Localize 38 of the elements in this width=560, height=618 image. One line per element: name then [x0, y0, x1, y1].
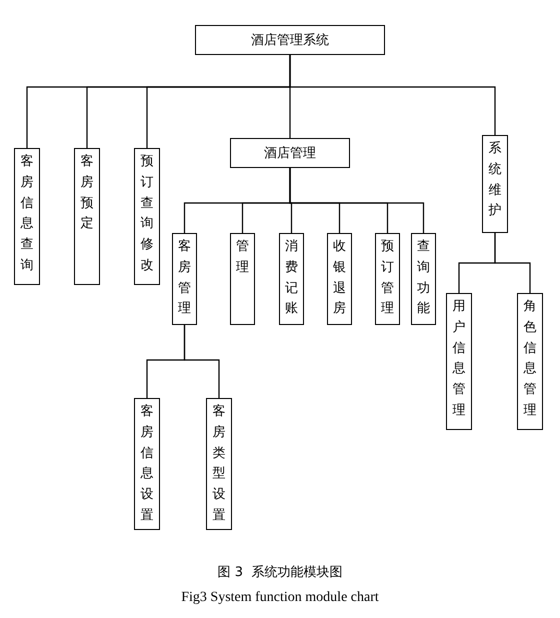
- module-box: [327, 233, 352, 325]
- module-label: 角色信息管理: [524, 298, 536, 420]
- module-label: 酒店管理系统: [251, 32, 329, 49]
- module-label: 客房信息查询: [20, 153, 34, 275]
- module-box: [482, 135, 508, 233]
- module-label: 客房预定: [80, 153, 94, 234]
- module-label: 酒店管理: [264, 145, 316, 162]
- module-box: [172, 233, 197, 325]
- module-box: [134, 398, 160, 530]
- module-box: [375, 233, 400, 325]
- connector-line: [289, 168, 424, 233]
- module-label: 用户信息管理: [452, 298, 466, 420]
- figure-caption: Fig3 System function module chart: [181, 590, 379, 605]
- module-box: [446, 293, 472, 430]
- module-box: [134, 148, 160, 285]
- module-box: [279, 233, 304, 325]
- module-box: [14, 148, 40, 285]
- module-label: 预订查询修改: [140, 153, 154, 275]
- module-label: 消费记账: [285, 238, 298, 318]
- module-box: [195, 25, 385, 55]
- module-label: 管理: [236, 238, 249, 277]
- module-label: 系统维护: [488, 140, 502, 220]
- module-label: 客房管理: [178, 238, 191, 318]
- connector-line: [289, 55, 496, 135]
- module-box: [206, 398, 232, 530]
- figure-caption: 图 3 系统功能模块图: [218, 565, 342, 580]
- module-box: [230, 138, 350, 168]
- connector-line: [494, 233, 531, 293]
- module-label: 预订管理: [381, 238, 394, 318]
- module-label: 客房类型设置: [212, 403, 226, 525]
- module-label: 客房信息设置: [140, 403, 154, 525]
- module-box: [411, 233, 436, 325]
- module-box: [74, 148, 100, 285]
- module-box: [230, 233, 255, 325]
- module-box: [517, 293, 543, 430]
- module-label: 收银退房: [333, 238, 346, 318]
- connector-line: [184, 325, 220, 398]
- module-label: 查询功能: [417, 238, 430, 318]
